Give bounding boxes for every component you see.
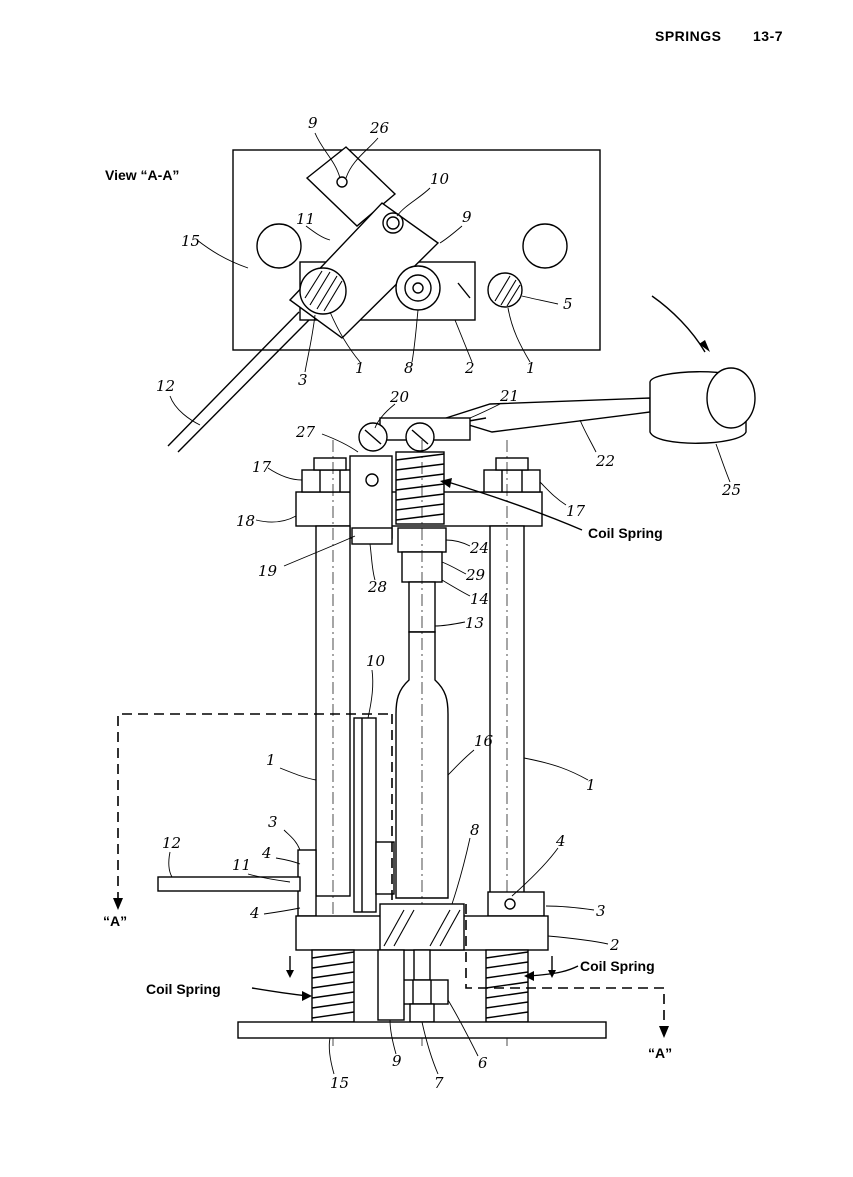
- callout-12: 12: [156, 377, 175, 395]
- callout-9: 9: [392, 1052, 402, 1070]
- elev-clamp: [375, 841, 395, 895]
- view-screw-8-inner: [404, 274, 432, 302]
- callout-19: 19: [258, 562, 278, 580]
- callout-6: 6: [478, 1054, 488, 1072]
- page-number: 13-7: [753, 28, 784, 44]
- elev-collar-right: [487, 891, 545, 917]
- view-pin-10-outer: [382, 212, 404, 234]
- elev-bracket-19: [349, 455, 393, 539]
- elev-thread-7: [409, 1003, 435, 1023]
- elev-collar-left: [297, 849, 317, 917]
- elev-thread-right: [495, 457, 529, 471]
- elev-handle-12: [157, 876, 301, 892]
- callout-10: 10: [366, 652, 386, 670]
- coil-spring-right-arrow: [527, 965, 579, 977]
- callout-4: 4: [555, 832, 566, 850]
- view-bracket-9: [305, 146, 397, 227]
- page-header: SPRINGS 13-7: [640, 28, 820, 50]
- coil-spring-top-arrow: [447, 481, 583, 531]
- callout-24: 24: [469, 539, 489, 557]
- section-a-left-label: “A”: [103, 913, 127, 929]
- view-leaders: [169, 132, 559, 426]
- view-screw-26: [336, 176, 348, 188]
- callout-15: 15: [181, 232, 200, 250]
- callout-2: 2: [464, 359, 475, 377]
- callout-8: 8: [404, 359, 414, 377]
- view-hole-left: [256, 223, 302, 269]
- view-a-a-label: View “A-A”: [105, 167, 179, 183]
- section-a-right-label: “A”: [648, 1045, 672, 1061]
- view-post-right-hatch: [494, 275, 521, 307]
- view-handle-12-b: [177, 319, 310, 453]
- elev-block-28: [351, 527, 393, 545]
- elev-spindle: [413, 949, 431, 981]
- callout-18: 18: [236, 512, 255, 530]
- callout-1: 1: [586, 776, 596, 794]
- view-pin-10-inner: [386, 216, 400, 230]
- elev-coil-spring-left: [311, 949, 355, 1023]
- callout-28: 28: [367, 578, 387, 596]
- elev-top-coil-spring: [395, 451, 445, 525]
- callout-13: 13: [465, 614, 484, 632]
- coil-spring-left-arrow: [251, 987, 309, 997]
- callout-15: 15: [330, 1074, 349, 1092]
- callout-4: 4: [261, 844, 272, 862]
- callout-16: 16: [474, 732, 494, 750]
- elev-base-plate-15: [237, 1021, 607, 1039]
- callout-17: 17: [566, 502, 586, 520]
- section-line-a-a: [113, 713, 669, 1038]
- elev-nut-17-right: [483, 469, 541, 493]
- coil-spring-top-label: Coil Spring: [588, 525, 663, 541]
- elev-thread-left: [313, 457, 347, 471]
- coil-spring-left-label: Coil Spring: [146, 981, 221, 997]
- view-arrow: [457, 282, 471, 299]
- callout-1: 1: [266, 751, 276, 769]
- rotation-arrow-head: [699, 340, 710, 352]
- elevation-leaders: [168, 403, 731, 1075]
- callout-9: 9: [308, 114, 318, 132]
- callout-12: 12: [162, 834, 181, 852]
- rotation-arrow: [651, 295, 706, 353]
- callout-27: 27: [295, 423, 316, 441]
- callout-26: 26: [369, 119, 390, 137]
- callout-7: 7: [434, 1074, 444, 1092]
- callout-2: 2: [609, 936, 620, 954]
- callout-3: 3: [268, 813, 278, 831]
- callout-1: 1: [355, 359, 365, 377]
- view-post-left-hatch: [304, 270, 343, 312]
- callout-11: 11: [232, 856, 251, 874]
- callout-29: 29: [465, 566, 486, 584]
- section-title: SPRINGS: [655, 28, 722, 44]
- callout-22: 22: [595, 452, 615, 470]
- elev-bar-10: [353, 717, 377, 913]
- callout-3: 3: [298, 371, 308, 389]
- callout-4: 4: [249, 904, 260, 922]
- view-handle-12-a: [167, 311, 300, 447]
- callout-17: 17: [252, 458, 272, 476]
- callout-9: 9: [462, 208, 472, 226]
- view-post-left: [299, 267, 347, 315]
- view-a-a: [167, 146, 601, 453]
- elev-coil-spring-right: [485, 949, 529, 1023]
- elev-block-9: [377, 949, 405, 1021]
- callout-21: 21: [499, 387, 519, 405]
- callout-20: 20: [389, 388, 410, 406]
- callout-1: 1: [526, 359, 536, 377]
- view-screw-8-core: [412, 282, 424, 294]
- elev-screw-block-hatch: [383, 909, 461, 947]
- callout-8: 8: [470, 821, 480, 839]
- elev-screw-block-8: [379, 903, 465, 951]
- callout-11: 11: [296, 210, 315, 228]
- callout-3: 3: [596, 902, 606, 920]
- callout-5: 5: [563, 295, 573, 313]
- callout-25: 25: [721, 481, 741, 499]
- callout-10: 10: [430, 170, 450, 188]
- view-hole-right: [522, 223, 568, 269]
- callout-14: 14: [470, 590, 489, 608]
- elev-knob-face: [706, 367, 756, 429]
- coil-spring-right-label: Coil Spring: [580, 958, 655, 974]
- elevation-view: [157, 367, 756, 1050]
- view-screw-8: [395, 265, 441, 311]
